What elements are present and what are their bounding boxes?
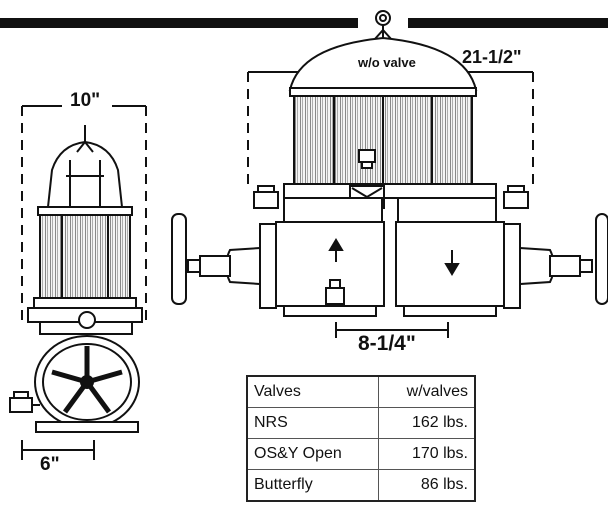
table-row-label: OS&Y Open — [246, 438, 379, 470]
table-header-label: Valves — [246, 375, 379, 408]
dimension-width-left: 10" — [70, 90, 101, 111]
table-header-value: w/valves — [377, 375, 476, 408]
front-view — [171, 36, 608, 338]
header-rule — [0, 18, 608, 28]
table-row: Butterfly 86 lbs. — [246, 469, 476, 502]
table-row-label: Butterfly — [246, 469, 379, 502]
dimension-port-spacing: 8-1/4" — [358, 332, 416, 355]
side-view — [9, 105, 147, 460]
lifting-eye — [373, 10, 393, 41]
table-row-label: NRS — [246, 407, 379, 439]
dimension-width-top: 21-1/2" — [462, 47, 522, 67]
weight-table: Valves w/valves NRS 162 lbs. OS&Y Open 1… — [246, 375, 476, 502]
table-row: OS&Y Open 170 lbs. — [246, 438, 476, 470]
without-valve-note: w/o valve — [358, 55, 416, 70]
table-row-value: 86 lbs. — [377, 469, 476, 502]
table-header-row: Valves w/valves — [246, 375, 476, 408]
dimension-base-width: 6" — [40, 454, 60, 475]
table-row-value: 170 lbs. — [377, 438, 476, 470]
table-row: NRS 162 lbs. — [246, 407, 476, 439]
table-row-value: 162 lbs. — [377, 407, 476, 439]
